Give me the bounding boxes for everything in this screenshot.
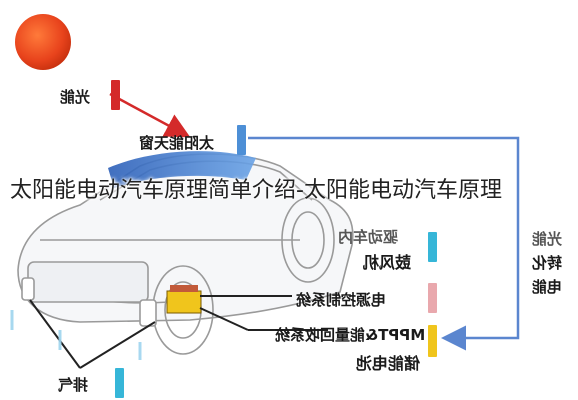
label-storage-battery: 储能电池 (356, 354, 421, 373)
marker-pink (428, 283, 437, 313)
car-outline (17, 153, 354, 355)
page-title: 太阳能电动汽车原理简单介绍-太阳能电动汽车原理 (10, 178, 502, 203)
marker-blue (237, 125, 246, 155)
marker-red (111, 80, 120, 110)
battery-icon (166, 285, 202, 314)
marker-cyan (428, 232, 437, 262)
airflow-arrows (10, 310, 142, 360)
marker-yellow (428, 325, 437, 357)
label-mppt: MPPT&能量回收系统 (275, 326, 426, 344)
light-arrow (109, 92, 191, 138)
label-power-control: 电源控制系统 (296, 291, 387, 309)
label-solar-roof: 太阳能天窗 (139, 134, 215, 152)
label-guang-neng-right: 光能 (532, 230, 563, 248)
connector-lines (29, 295, 328, 369)
label-exhaust: 排气 (58, 376, 89, 394)
label-guang-neng: 光能 (60, 88, 91, 106)
energy-flow-line (248, 136, 520, 351)
label-electric-energy: 电能 (532, 278, 563, 296)
label-blower: 鼓风机 (363, 253, 412, 272)
label-convert: 转化 (532, 254, 563, 272)
label-drive-inside: 驱动车内 (338, 228, 399, 246)
marker-cyan-exhaust (115, 368, 124, 398)
sun-icon (15, 14, 71, 70)
solar-roof-panel (108, 151, 256, 188)
